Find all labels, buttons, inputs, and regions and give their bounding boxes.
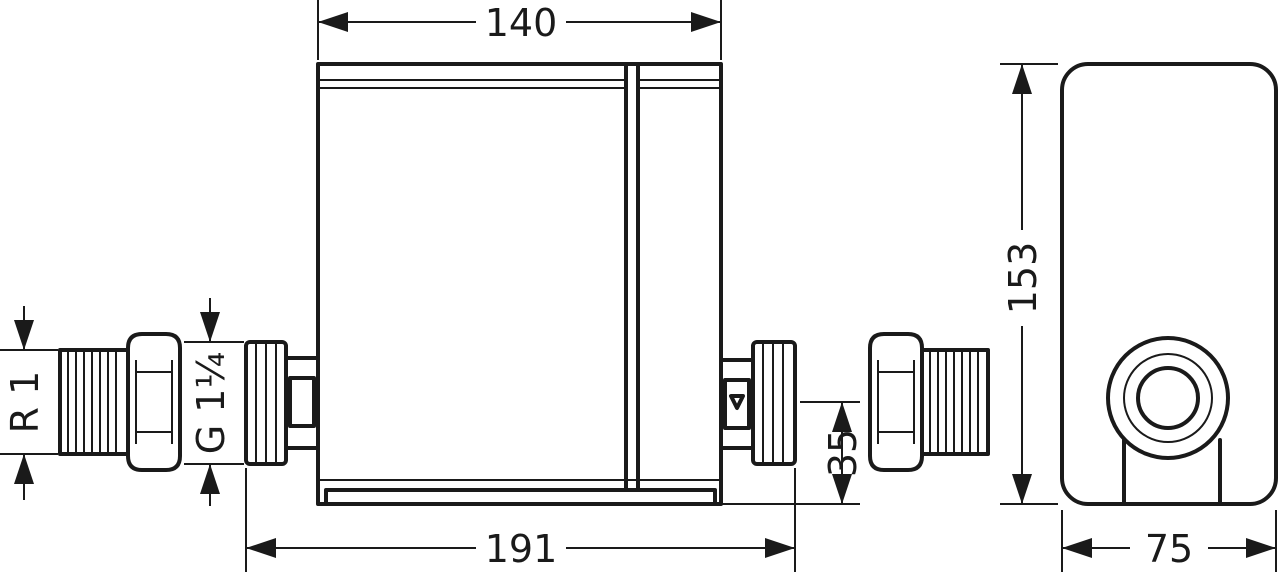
left-threaded-nipple — [58, 348, 130, 456]
dimension-label-191: 191 — [485, 527, 558, 571]
right-union-nut — [719, 340, 797, 466]
side-view-housing — [1060, 62, 1278, 506]
dimension-side-width — [1061, 510, 1277, 572]
left-union-nut — [244, 340, 320, 466]
dimension-bottom-width — [245, 468, 796, 572]
flow-arrow-icon — [729, 394, 745, 410]
thread-label-r1: R 1 — [3, 371, 47, 434]
dimension-top-width — [317, 0, 722, 60]
dimension-side-height — [1000, 63, 1058, 505]
right-threaded-nipple — [920, 348, 990, 456]
dimension-label-153: 153 — [1001, 242, 1045, 315]
dimension-thread-right — [184, 298, 244, 506]
left-hex-nut — [126, 332, 182, 472]
main-housing — [316, 62, 723, 506]
dimension-label-35: 35 — [821, 429, 865, 477]
right-hex-nut — [868, 332, 924, 472]
dimension-label-75: 75 — [1145, 527, 1193, 571]
dimension-offset-height — [722, 401, 860, 505]
dimension-label-140: 140 — [485, 1, 558, 45]
dimension-thread-left — [0, 306, 58, 500]
thread-label-g114: G 1¼ — [189, 352, 233, 455]
